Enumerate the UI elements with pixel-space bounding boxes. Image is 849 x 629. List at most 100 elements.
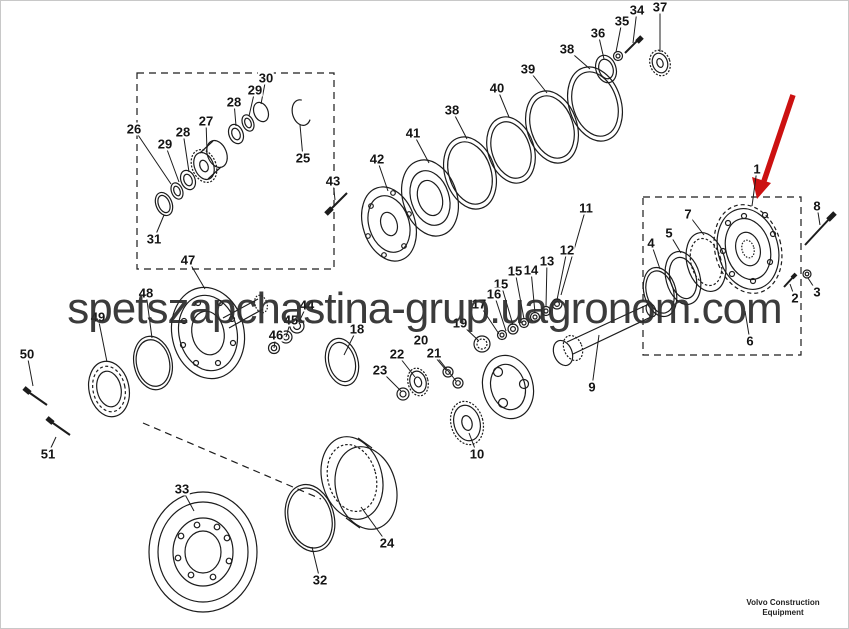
ring-gear-7-teeth [689,237,723,287]
bolt-50-shaft [26,390,48,406]
washer-35 [612,50,624,62]
bolt-hole [192,359,200,367]
washer-14-hole [532,314,538,320]
ring-5 [664,250,702,306]
bolt-hole [193,521,201,529]
washer-29a-hole [173,185,181,197]
ring-gear-24-body-top [357,437,373,449]
hub-47-flange [177,294,239,372]
ring-38a [567,66,623,142]
leader-line-9-37 [591,334,600,388]
part-label-9-37: 9 [587,379,597,395]
housing-33-hub [184,530,222,574]
part-label-12-29: 12 [558,242,576,258]
gear-37-teeth [649,49,671,77]
part-label-18-42: 18 [348,321,366,337]
hub-47-outer [170,286,246,380]
bolt-hole [728,270,736,278]
washer-29a [170,182,184,200]
washer-3 [802,269,812,279]
leader-line-14-31 [530,269,536,314]
ring-41-hole [416,179,444,217]
bolt-hole [214,359,222,367]
leader-line-49-49 [97,316,108,363]
gear-22-hole [413,376,423,388]
bolt-hole [213,523,221,531]
bolt-hole [194,299,202,307]
part-label-7-22: 7 [683,206,693,222]
washer-12-hole [553,301,560,308]
gear-22-teeth [407,367,429,397]
leader-line-48-48 [145,292,153,339]
footer-brand-line1: Volvo Construction [746,598,820,607]
washer-23-hole [399,390,407,398]
carrier-pin [492,366,504,378]
top-ring-chain [324,35,671,262]
washer-13-hole [543,308,549,314]
part-label-46-54: 46 [267,327,285,343]
ring-39 [525,90,579,164]
washer-20 [442,366,454,378]
shaft-9-spline-face [552,339,574,367]
cover-plate-42 [361,186,417,262]
planet-carrier [481,354,535,420]
bolt-hole [368,203,374,209]
housing-1-mid [724,217,772,281]
ring-41-mid [409,170,451,226]
washer-29b-hole [244,117,252,129]
o-ring-32 [284,483,336,553]
ring-40-inner [490,121,532,179]
part-label-26-0: 26 [125,121,143,137]
bolt-hole [766,258,774,266]
ring-38b [443,136,497,210]
red-arrow-head [752,177,771,199]
part-label-33-46: 33 [173,481,191,497]
part-label-10-43: 10 [468,446,486,462]
part-label-16-34: 16 [485,286,503,302]
part-label-1-20: 1 [752,161,762,177]
washer-15b-hole [510,326,517,333]
part-label-43-9: 43 [324,173,342,189]
part-label-44-52: 44 [298,297,316,313]
part-label-48-48: 48 [137,285,155,301]
bolt-hole [180,317,188,325]
gear-27-back [206,139,228,169]
washer-20-hole [445,369,451,375]
washer-16 [496,329,508,341]
part-label-5-23: 5 [664,225,674,241]
part-label-37-19: 37 [651,0,669,15]
part-label-28-4: 28 [225,94,243,110]
leader-line-13-30 [545,260,548,308]
housing-33-mid [172,517,234,587]
bolt-51-shaft [49,420,71,436]
ring-18 [324,337,360,387]
red-arrow [752,94,796,199]
shaft-9-spline [562,334,584,362]
part-label-29-1: 29 [156,136,174,152]
leader-line-15-33 [500,283,514,326]
leader-line-28-2 [182,131,190,173]
part-label-27-3: 27 [197,113,215,129]
part-label-15-32: 15 [506,263,524,279]
part-label-19-36: 19 [451,315,469,331]
bolt-hole [209,573,217,581]
sun-gear-10-hole [461,415,473,431]
part-label-40-13: 40 [488,80,506,96]
washer-16-hole [499,332,505,338]
o-ring-48-inner [135,339,171,387]
ring-38a-inner [571,71,619,137]
part-label-3-26: 3 [812,284,822,300]
dashed-group-boxes [136,72,802,500]
bolt-hole [177,532,185,540]
o-ring-32-inner [287,487,333,549]
leader-line-12-29 [556,249,568,301]
leader-line-15-32 [514,270,525,320]
part-label-45-53: 45 [282,312,300,328]
part-label-28-2: 28 [174,124,192,140]
planetary-group [324,298,657,446]
footer-brand-line2: Equipment [762,608,804,617]
hub-47-shaft-bottom [228,308,264,329]
housing-1-spline [741,239,755,259]
bearing-49-inner [96,370,122,408]
